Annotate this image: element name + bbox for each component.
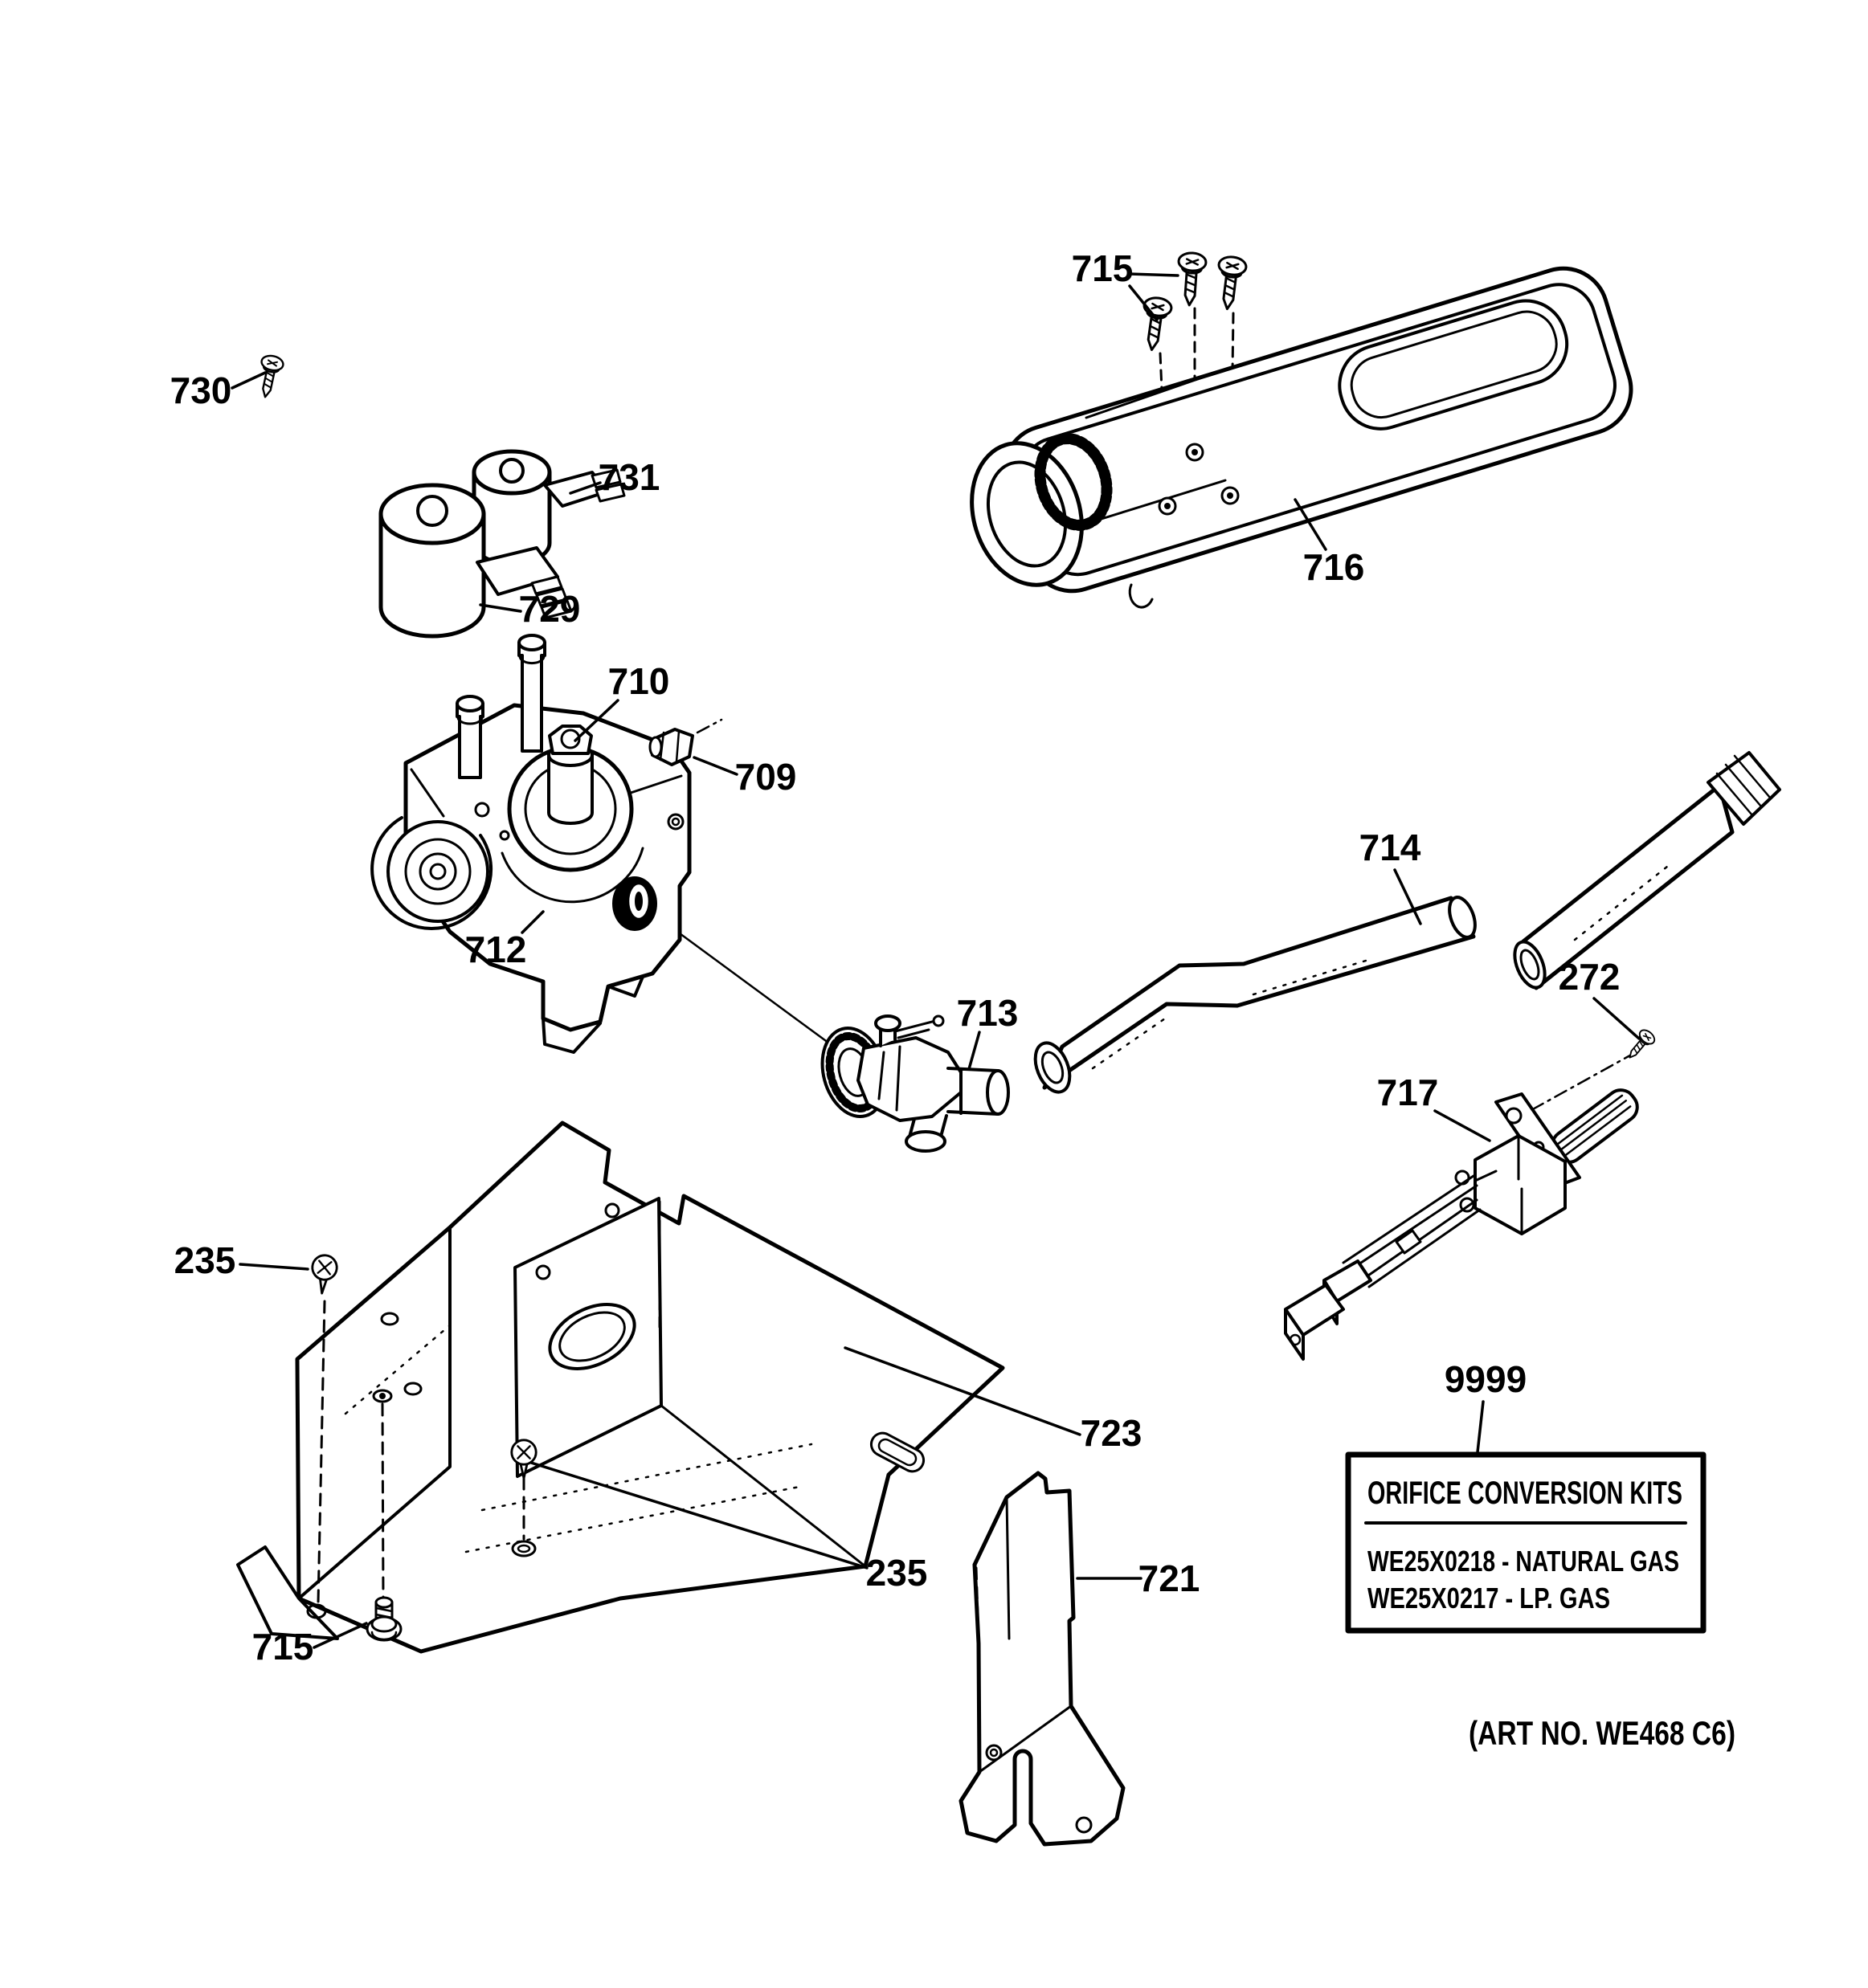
leader-line-235: [529, 1461, 869, 1570]
solenoid-coil-731-drawing: [472, 449, 626, 566]
part-label-716: 716: [1303, 546, 1365, 588]
orifice-fitting-709-drawing: [648, 718, 723, 766]
gas-valve-712-drawing: [370, 634, 852, 1060]
part-label-715: 715: [252, 1626, 314, 1668]
part-label-235: 235: [866, 1552, 928, 1594]
burner-assembly-716-drawing: [970, 266, 1633, 609]
leader-line-709: [693, 756, 738, 776]
leader-line-272: [1592, 997, 1641, 1040]
leader-line-9999: [1476, 1400, 1485, 1454]
conversion-kit-item-lp-gas: WE25X0217 - LP. GAS: [1367, 1582, 1610, 1614]
valve-standpipes-710: [456, 634, 546, 779]
leader-line-729: [479, 603, 522, 613]
shutoff-valve-713-drawing: [820, 1014, 1010, 1153]
leader-line-723: [844, 1346, 1081, 1436]
art-number: (ART NO. WE468 C6): [1469, 1714, 1735, 1752]
part-label-730: 730: [170, 369, 232, 411]
leader-line-713: [967, 1031, 981, 1071]
part-label-723: 723: [1081, 1412, 1142, 1454]
part-label-713: 713: [957, 992, 1019, 1034]
leader-line-714: [1393, 868, 1422, 925]
leader-line-730: [231, 371, 267, 390]
screw-715-bottom-drawing: [366, 1596, 403, 1642]
leader-line-717: [1433, 1109, 1491, 1142]
leader-line-715: [1128, 272, 1179, 277]
part-label-709: 709: [735, 756, 797, 798]
leader-line-712: [521, 910, 545, 934]
part-label-710: 710: [608, 660, 670, 702]
support-bracket-723-drawing: [236, 1121, 1005, 1654]
leader-line-715: [1128, 284, 1159, 321]
leader-line-716: [1294, 498, 1327, 551]
igniter-connector: [1284, 1259, 1372, 1361]
screw-272-drawing: [1622, 1027, 1658, 1064]
leader-line-710: [574, 699, 619, 742]
part-label-714: 714: [1359, 827, 1421, 868]
gas-pipe-714-straight-drawing: [1513, 751, 1781, 990]
part-label-9999: 9999: [1445, 1358, 1527, 1400]
callout-labels: 730 731 729 715 716 710 709 712 713 714 272 717 9999…: [170, 247, 1641, 1668]
solenoid-coil-729-drawing: [378, 483, 573, 639]
leader-line-715: [313, 1622, 368, 1649]
conversion-kit-box-frame: [1345, 1451, 1707, 1634]
part-label-272: 272: [1559, 956, 1621, 998]
gas-pipe-714-drawing: [1033, 896, 1477, 1094]
part-label-721: 721: [1138, 1557, 1200, 1599]
guard-bracket-721-drawing: [959, 1471, 1126, 1847]
part-label-731: 731: [599, 456, 660, 498]
part-label-712: 712: [465, 929, 527, 970]
conversion-kit-box: ORIFICE CONVERSION KITS WE25X0218 - NATU…: [1345, 1451, 1707, 1634]
part-label-715: 715: [1072, 247, 1134, 289]
conversion-kit-title: ORIFICE CONVERSION KITS: [1367, 1476, 1682, 1511]
burner-screw-holes: [1158, 443, 1240, 516]
leader-line-235: [239, 1263, 309, 1271]
igniter-717-drawing: [1284, 1051, 1639, 1361]
igniter-wires: [1342, 1174, 1482, 1288]
leader-line-731: [569, 481, 602, 495]
conversion-kit-item-natural-gas: WE25X0218 - NATURAL GAS: [1367, 1545, 1679, 1578]
part-label-729: 729: [519, 588, 581, 630]
part-label-235: 235: [174, 1239, 236, 1281]
screw-235-left-drawing: [309, 1252, 340, 1296]
part-label-717: 717: [1377, 1072, 1439, 1113]
